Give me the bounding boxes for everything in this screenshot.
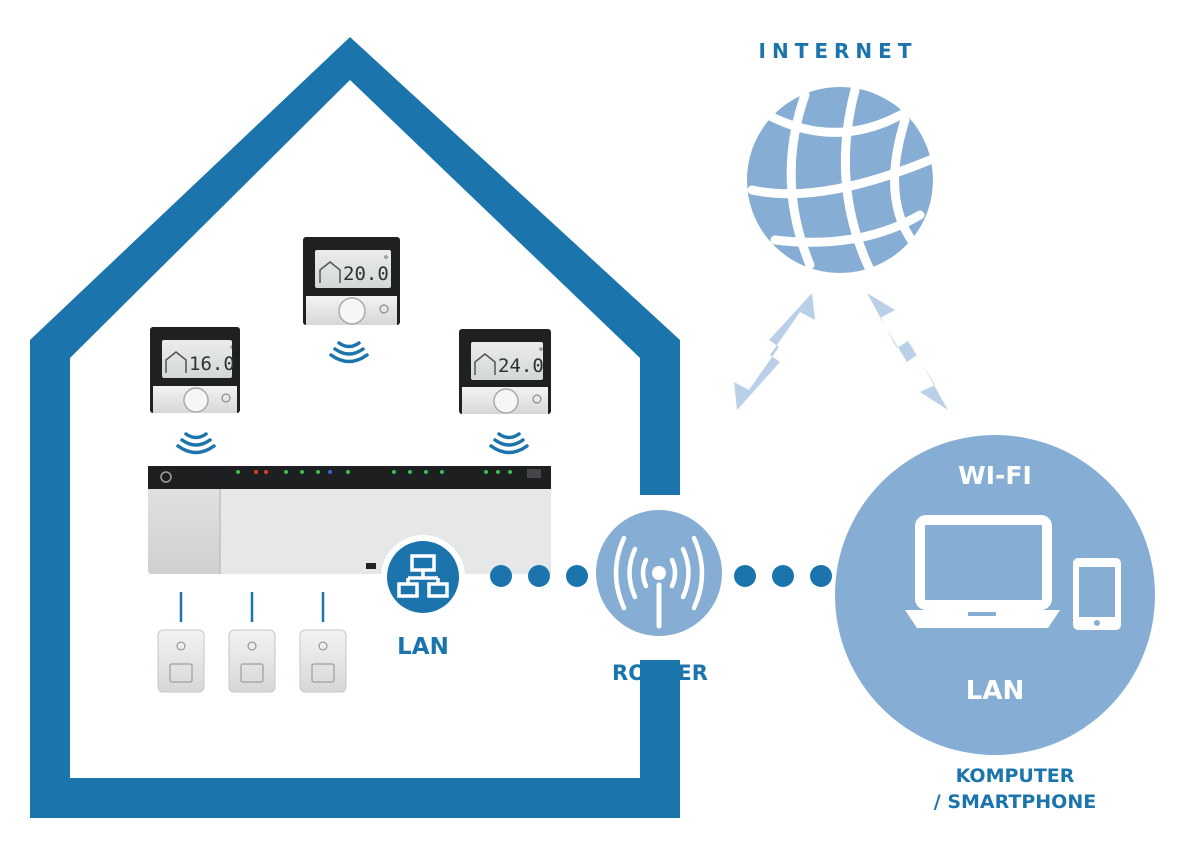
thermostat-3-knob <box>493 388 519 414</box>
wireless-signal-icon <box>489 432 529 455</box>
router-label: ROUTER <box>612 661 708 685</box>
wireless-signal-icon <box>329 341 369 364</box>
thermostat-2-knob <box>338 297 366 325</box>
arrow-internet-computer <box>867 293 948 410</box>
lan-label-left: LAN <box>397 634 449 660</box>
status-leds <box>236 470 512 474</box>
thermostat-3-reading: 24.0 <box>498 355 544 377</box>
thermostat-1-knob <box>183 387 209 413</box>
smartphone-icon <box>1073 558 1121 630</box>
actuator <box>299 629 347 693</box>
controller-unit <box>148 466 551 574</box>
wireless-signal-icon <box>176 432 216 455</box>
arrow-internet-router <box>734 293 815 410</box>
computer-label-line2: / SMARTPHONE <box>934 791 1096 813</box>
connection-dots-left <box>490 565 588 587</box>
thermostat-2: 20.0 ° <box>303 237 400 325</box>
lan-label-right: LAN <box>966 676 1024 706</box>
actuator <box>228 629 276 693</box>
computer-circle <box>835 435 1155 755</box>
router-node <box>589 503 729 643</box>
lan-node <box>381 535 465 619</box>
actuator-lines <box>179 592 325 622</box>
thermostat-2-unit: ° <box>383 255 389 266</box>
laptop-icon <box>905 515 1060 628</box>
thermostat-2-reading: 20.0 <box>343 263 389 285</box>
thermostat-1-reading: 16.0 <box>189 353 235 375</box>
wifi-label: WI-FI <box>958 461 1032 490</box>
router-antenna-icon <box>613 535 705 629</box>
thermostat-3-unit: ° <box>538 347 544 358</box>
connection-dots-right <box>734 565 832 587</box>
internet-label: INTERNET <box>759 39 918 63</box>
computer-label-line1: KOMPUTER <box>956 765 1075 787</box>
house-outline <box>30 37 680 818</box>
network-icon <box>397 554 449 598</box>
globe-icon <box>747 85 935 275</box>
actuator <box>157 629 205 693</box>
thermostat-1: 16.0 ° <box>150 327 240 413</box>
thermostat-1-unit: ° <box>229 345 235 356</box>
thermostat-3: 24.0 ° <box>459 329 551 414</box>
